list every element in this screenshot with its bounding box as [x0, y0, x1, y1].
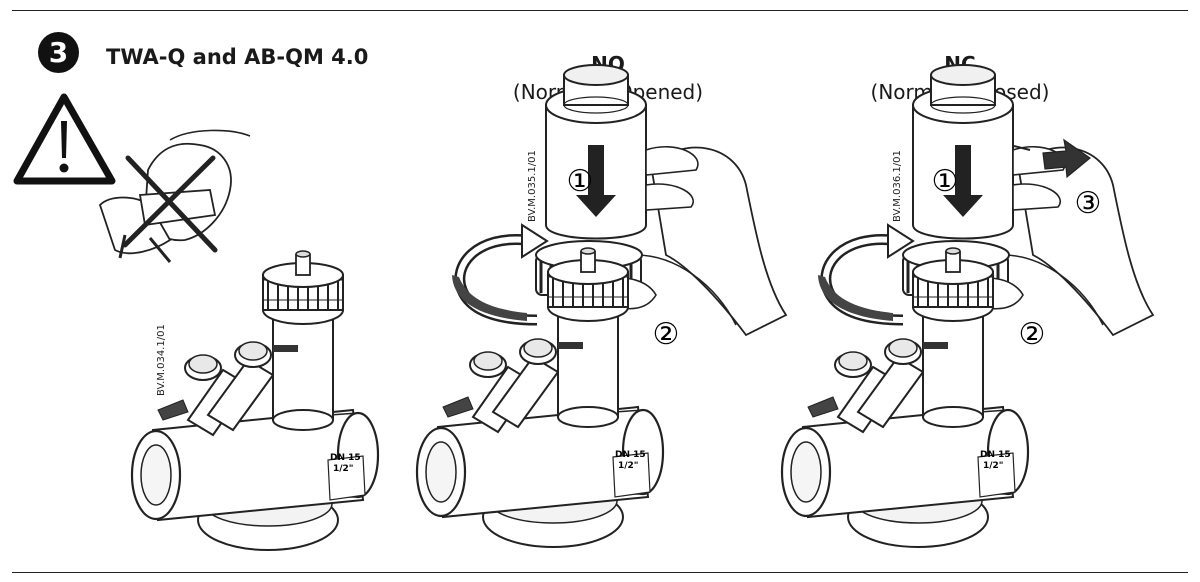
step-number-badge: 3	[38, 32, 79, 73]
top-rule	[12, 10, 1188, 11]
step-two-no: ②	[653, 317, 680, 352]
valve-marking-size-nc: 1/2"	[983, 461, 1004, 471]
valve-marking-size-left: 1/2"	[333, 464, 354, 474]
rotate-arrow-icon-nc	[818, 225, 913, 321]
pull-out-arrow-icon	[1013, 138, 1091, 179]
step-one-nc: ①	[932, 164, 959, 199]
bottom-rule	[12, 572, 1188, 573]
step-one-no: ①	[567, 164, 594, 199]
rotate-arrow-icon-no	[452, 225, 547, 321]
valve-marking-size-no: 1/2"	[618, 461, 639, 471]
valve-illustration-left	[130, 249, 380, 552]
warning-icon	[13, 93, 116, 185]
valve-marking-dn-nc: DN 15	[980, 450, 1011, 460]
step-three-nc: ③	[1075, 186, 1102, 221]
valve-marking-dn-no: DN 15	[615, 450, 646, 460]
valve-marking-dn-left: DN 15	[330, 453, 361, 463]
no-hand-tool-icon	[98, 129, 251, 263]
page-title: TWA-Q and AB-QM 4.0	[106, 45, 369, 69]
step-two-nc: ②	[1019, 317, 1046, 352]
